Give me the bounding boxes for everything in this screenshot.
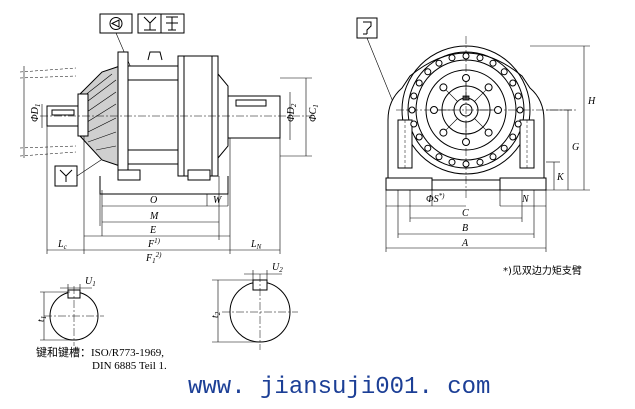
side-view: [19, 13, 312, 254]
bolt-hole: [500, 144, 508, 152]
inner-bolt: [484, 83, 493, 92]
bolt-hole: [435, 153, 443, 161]
inner-bolt: [494, 106, 502, 114]
dim-u2: U2: [272, 262, 283, 274]
lifting-symbol-box: [356, 17, 378, 39]
dim-d2: ΦD2: [286, 103, 298, 122]
bolt-hole: [489, 59, 497, 67]
bolt-hole: [410, 120, 418, 128]
dim-lc: Lc: [57, 239, 68, 251]
dim-d1: ΦD1: [30, 104, 42, 122]
inner-bolt: [439, 128, 448, 137]
inner-bolt: [430, 106, 438, 114]
dim-b: B: [462, 223, 468, 234]
dim-ln: LN: [250, 239, 262, 251]
bolt-hole: [415, 79, 423, 87]
key-standard-note-2: DIN 6885 Teil 1.: [92, 360, 167, 372]
bolt-hole: [448, 54, 456, 62]
bolt-hole: [514, 92, 522, 100]
dim-s: ΦS*): [426, 192, 445, 205]
inner-bolt: [439, 83, 448, 92]
torque-arm-note: *)见双边力矩支臂: [503, 264, 582, 277]
bolt-hole: [415, 133, 423, 141]
dim-k: K: [556, 172, 565, 183]
dim-t2: t2: [210, 311, 222, 318]
dim-w: W: [213, 195, 223, 206]
inner-bolt: [462, 74, 470, 82]
dim-u1: U1: [85, 276, 96, 288]
website-watermark: www. jiansuji001. com: [188, 374, 490, 401]
dim-a: A: [461, 238, 469, 249]
bolt-hole: [509, 79, 517, 87]
bolt-hole: [408, 106, 416, 114]
dim-t1: t1: [36, 316, 48, 322]
bolt-ring: [408, 52, 524, 168]
spoke: [445, 89, 458, 102]
dim-o: O: [150, 195, 157, 206]
mounting-symbol-icons: [99, 13, 185, 34]
inner-bolt: [484, 128, 493, 137]
dim-c1: ΦC1: [308, 104, 320, 122]
bolt-hole: [462, 160, 470, 168]
bolt-hole: [448, 158, 456, 166]
keyway-section-input: [40, 284, 104, 346]
spoke: [474, 89, 487, 102]
bolt-hole: [410, 92, 418, 100]
bolt-hole: [516, 106, 524, 114]
dim-m: M: [149, 211, 159, 222]
bolt-hole: [476, 54, 484, 62]
bolt-hole: [500, 68, 508, 76]
bolt-hole: [424, 68, 432, 76]
bolt-hole: [462, 52, 470, 60]
inner-bolt: [462, 138, 470, 146]
dim-n: N: [521, 194, 530, 205]
dim-f1: F1): [147, 237, 161, 250]
dim-f1-alt: F12): [145, 251, 162, 265]
bolt-hole: [489, 153, 497, 161]
front-view: [356, 17, 576, 200]
inner-bolt-circle: [430, 74, 502, 146]
spoke: [474, 118, 487, 131]
dim-c: C: [462, 208, 469, 219]
dim-e: E: [149, 225, 156, 236]
dim-h: H: [587, 96, 596, 107]
dim-g: G: [572, 142, 579, 153]
bolt-hole: [476, 158, 484, 166]
bolt-hole: [509, 133, 517, 141]
bolt-hole: [435, 59, 443, 67]
keyway-section-output: [212, 270, 298, 350]
front-dimensions: [385, 45, 590, 252]
bolt-hole: [424, 144, 432, 152]
spoke: [445, 118, 458, 131]
key-standard-note: 键和键槽：ISO/R773-1969,: [36, 345, 164, 359]
bolt-hole: [514, 120, 522, 128]
